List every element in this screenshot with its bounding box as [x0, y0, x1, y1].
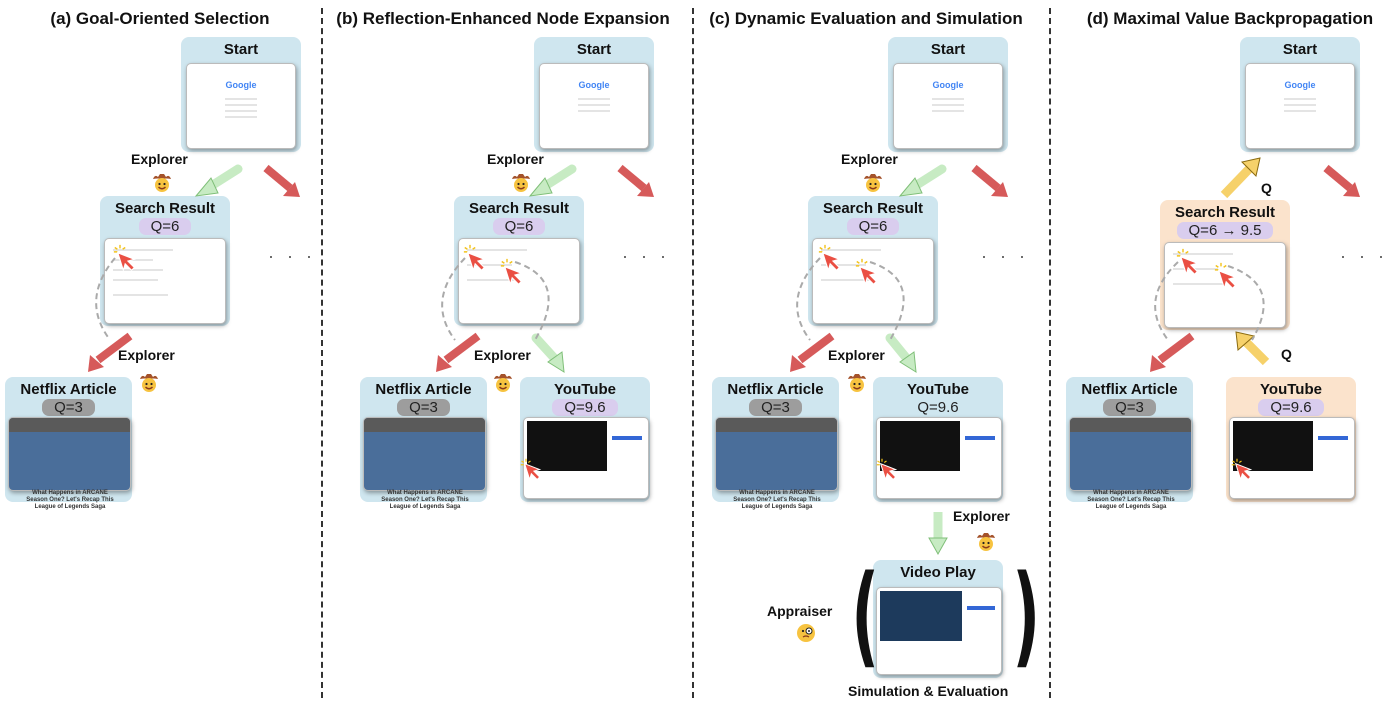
start-node-a: Start Google — [181, 37, 301, 152]
netflix-node-a: Netflix Article Q=3 What Happens in ARCA… — [5, 377, 132, 510]
youtube-screenshot — [1229, 417, 1355, 499]
search-label: Search Result — [822, 200, 924, 217]
video-play-node: Video Play — [873, 560, 1003, 678]
panel-b-arrows — [436, 164, 654, 480]
right-parenthesis: ) — [1012, 551, 1040, 679]
youtube-label: YouTube — [1260, 381, 1322, 398]
cursor-arrow-icon — [117, 252, 135, 271]
youtube-label: YouTube — [907, 381, 969, 398]
ellipsis: · · · — [268, 246, 316, 266]
netflix-caption: What Happens in ARCANE Season One? Let's… — [733, 490, 821, 510]
google-logo-text: Google — [1284, 80, 1316, 90]
youtube-node-d: YouTube Q=9.6 — [1226, 377, 1356, 502]
netflix-label: Netflix Article — [1081, 381, 1178, 398]
left-parenthesis: ( — [851, 551, 879, 679]
panel-c: (c) Dynamic Evaluation and Simulation — [700, 0, 1040, 702]
q-badge: Q=3 — [42, 399, 95, 416]
q-badge: Q=3 — [397, 399, 450, 416]
appraiser-label: Appraiser — [767, 603, 833, 619]
panel-b: (b) Reflection-Enhanced Node Expansion — [330, 0, 670, 702]
explorer-label: Explorer — [474, 347, 531, 363]
explorer-label: Explorer — [131, 151, 188, 167]
video-play-screenshot — [876, 587, 1002, 675]
search-label: Search Result — [468, 200, 570, 217]
simulation-evaluation-label: Simulation & Evaluation — [848, 683, 1009, 699]
youtube-screenshot — [876, 417, 1002, 499]
panel-c-title: (c) Dynamic Evaluation and Simulation — [709, 9, 1023, 28]
q-updated-badge: Q=6 → 9.5 — [1176, 222, 1274, 239]
panel-divider-1 — [321, 8, 323, 698]
search-node-d: Search Result Q=6 → 9.5 — [1160, 200, 1290, 330]
start-label: Start — [223, 41, 259, 58]
start-node-d: Start Google — [1240, 37, 1360, 152]
start-node-b: Start Google — [534, 37, 654, 152]
netflix-label: Netflix Article — [20, 381, 117, 398]
netflix-label: Netflix Article — [727, 381, 824, 398]
panel-a: (a) Goal-Oriented Selection — [0, 0, 340, 702]
q-badge: Q=6 — [846, 218, 900, 235]
q-badge: Q=9.6 — [1258, 399, 1324, 416]
panel-divider-2 — [692, 8, 694, 698]
google-logo-text: Google — [578, 80, 610, 90]
youtube-label: YouTube — [554, 381, 616, 398]
netflix-caption: What Happens in ARCANE Season One? Let's… — [1087, 490, 1175, 510]
netflix-screenshot — [1069, 417, 1192, 491]
explorer-label: Explorer — [953, 508, 1010, 524]
netflix-node-d: Netflix Article Q=3 What Happens in ARCA… — [1066, 377, 1193, 510]
youtube-node-c: YouTube Q=9.6 — [873, 377, 1003, 502]
panel-a-title: (a) Goal-Oriented Selection — [50, 9, 270, 28]
q-badge: Q=9.6 — [917, 399, 959, 416]
start-label: Start — [930, 41, 966, 58]
search-label: Search Result — [1174, 204, 1276, 221]
netflix-screenshot — [715, 417, 838, 491]
q-badge: Q=6 — [138, 218, 192, 235]
explorer-label: Explorer — [118, 347, 175, 363]
youtube-node-b: YouTube Q=9.6 — [520, 377, 650, 502]
panel-divider-3 — [1049, 8, 1051, 698]
q-badge: Q=6 — [492, 218, 546, 235]
panel-d: (d) Maximal Value Backpropagation — [1056, 0, 1392, 702]
youtube-screenshot — [523, 417, 649, 499]
netflix-label: Netflix Article — [375, 381, 472, 398]
search-screenshot — [104, 238, 226, 324]
google-screenshot-icon: Google — [186, 63, 296, 149]
q-arrow-label: Q — [1281, 346, 1292, 362]
start-label: Start — [576, 41, 612, 58]
panel-a-arrows — [88, 164, 300, 393]
explorer-label: Explorer — [841, 151, 898, 167]
panel-b-title: (b) Reflection-Enhanced Node Expansion — [336, 9, 670, 28]
google-screenshot-icon: Google — [539, 63, 649, 149]
panel-d-arrows — [1150, 157, 1360, 480]
ellipsis: · · · — [622, 246, 670, 266]
q-badge: Q=9.6 — [552, 399, 618, 416]
start-label: Start — [1282, 41, 1318, 58]
netflix-node-c: Netflix Article Q=3 What Happens in ARCA… — [712, 377, 839, 510]
ellipsis: · · · — [1340, 246, 1388, 266]
video-play-label: Video Play — [900, 564, 976, 581]
panel-d-title: (d) Maximal Value Backpropagation — [1086, 9, 1374, 28]
q-arrow-label: Q — [1261, 180, 1272, 196]
search-label: Search Result — [114, 200, 216, 217]
google-logo-text: Google — [932, 80, 964, 90]
q-badge: Q=3 — [749, 399, 802, 416]
google-logo-text: Google — [225, 80, 257, 90]
netflix-screenshot — [363, 417, 486, 491]
netflix-caption: What Happens in ARCANE Season One? Let's… — [381, 490, 469, 510]
q-badge: Q=3 — [1103, 399, 1156, 416]
netflix-node-b: Netflix Article Q=3 What Happens in ARCA… — [360, 377, 487, 510]
panel-c-arrows — [790, 164, 1008, 643]
explorer-label: Explorer — [487, 151, 544, 167]
explorer-label: Explorer — [828, 347, 885, 363]
netflix-caption: What Happens in ARCANE Season One? Let's… — [26, 490, 114, 510]
google-screenshot-icon: Google — [893, 63, 1003, 149]
google-screenshot-icon: Google — [1245, 63, 1355, 149]
start-node-c: Start Google — [888, 37, 1008, 152]
ellipsis: · · · — [981, 246, 1029, 266]
netflix-screenshot — [8, 417, 131, 491]
